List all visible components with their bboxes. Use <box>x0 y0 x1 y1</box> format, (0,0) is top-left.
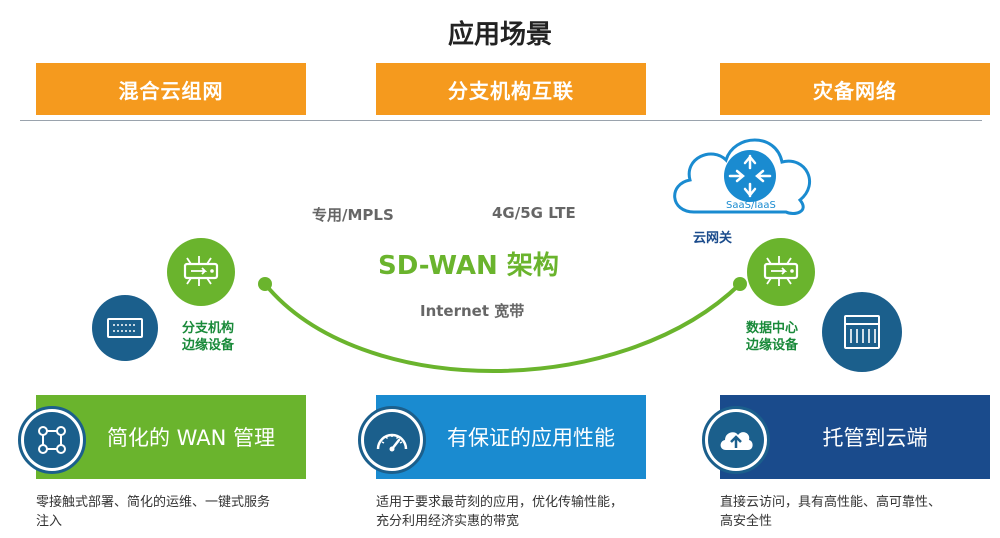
benefit-icon-wrap <box>702 406 770 474</box>
network-nodes-icon <box>24 412 80 468</box>
edge-router-icon <box>763 256 799 286</box>
page-title: 应用场景 <box>447 20 552 50</box>
cloud-gateway-label: 云网关 <box>693 231 733 246</box>
benefit-desc-performance: 适用于要求最苛刻的应用，优化传输性能， 充分利用经济实惠的带宽 <box>376 493 676 531</box>
benefit-label: 有保证的应用性能 <box>447 426 615 450</box>
scenario-branch-interconnect: 分支机构互联 <box>376 63 646 115</box>
branch-label: 分支机构 边缘设备 <box>182 320 234 354</box>
benefit-desc-cloud: 直接云访问，具有高性能、高可靠性、 高安全性 <box>720 493 990 531</box>
branch-label-line1: 分支机构 <box>182 321 235 336</box>
datacenter-label-line1: 数据中心 <box>746 321 799 336</box>
gauge-icon <box>364 412 420 468</box>
scenario-hybrid-cloud: 混合云组网 <box>36 63 306 115</box>
server-icon <box>107 318 143 338</box>
lte-label: 4G/5G LTE <box>492 204 576 222</box>
desc-line2: 高安全性 <box>720 514 773 529</box>
desc-line1: 适用于要求最苛刻的应用，优化传输性能， <box>376 495 624 510</box>
cloud-upload-icon <box>708 412 764 468</box>
desc-line1: 直接云访问，具有高性能、高可靠性、 <box>720 495 942 510</box>
cloud-icon <box>673 138 811 215</box>
desc-line1: 零接触式部署、简化的运维、一键式服务 <box>36 495 271 510</box>
benefit-desc-wan: 零接触式部署、简化的运维、一键式服务 注入 <box>36 493 336 531</box>
branch-server <box>92 295 158 361</box>
datacenter-edge-device <box>747 238 815 306</box>
mpls-label: 专用/MPLS <box>312 206 394 224</box>
benefit-cloud-hosting: 托管到云端 <box>702 395 990 479</box>
datacenter-server <box>822 292 902 372</box>
internet-label: Internet 宽带 <box>420 302 525 320</box>
edge-router-icon <box>183 256 219 286</box>
sdwan-architecture-label: SD-WAN 架构 <box>378 251 559 281</box>
datacenter-label-line2: 边缘设备 <box>746 338 799 353</box>
benefit-app-performance: 有保证的应用性能 <box>358 395 646 479</box>
benefit-label: 托管到云端 <box>822 426 928 450</box>
desc-line2: 充分利用经济实惠的带宽 <box>376 514 520 529</box>
divider <box>20 120 982 121</box>
branch-edge-device <box>167 238 235 306</box>
benefit-icon-wrap <box>358 406 426 474</box>
scenario-disaster-recovery: 灾备网络 <box>720 63 990 115</box>
benefit-label: 简化的 WAN 管理 <box>106 426 276 450</box>
cloud-saas <box>664 128 824 224</box>
datacenter-icon <box>844 315 880 349</box>
branch-label-line2: 边缘设备 <box>182 338 235 353</box>
datacenter-label: 数据中心 边缘设备 <box>746 320 798 354</box>
benefit-wan-management: 简化的 WAN 管理 <box>18 395 306 479</box>
benefit-icon-wrap <box>18 406 86 474</box>
desc-line2: 注入 <box>36 514 63 529</box>
saas-label: SaaS/IaaS <box>726 200 776 211</box>
